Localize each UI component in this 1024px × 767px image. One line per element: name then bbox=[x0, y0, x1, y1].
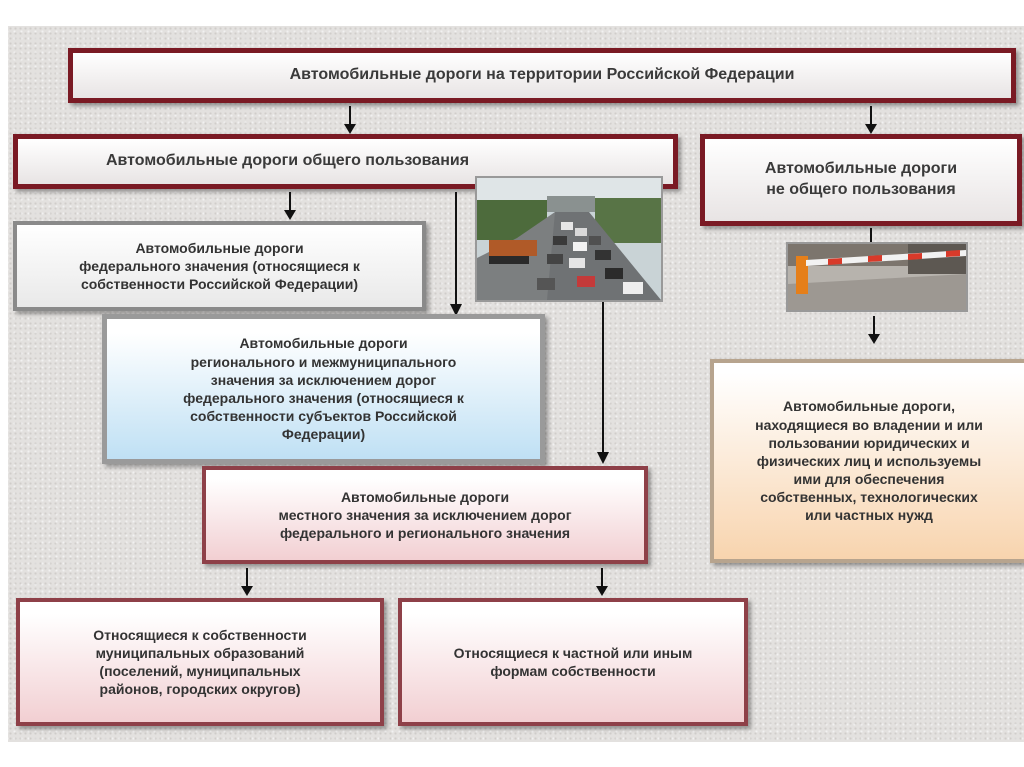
barrier-photo bbox=[786, 242, 968, 312]
barrier-gate-image bbox=[788, 244, 966, 310]
arrow-to-public bbox=[344, 106, 356, 134]
highway-photo bbox=[475, 176, 663, 302]
public-roads-label: Автомобильные дороги общего пользования bbox=[106, 152, 470, 170]
arrow-to-nonpublic bbox=[865, 106, 877, 134]
federal-roads-text: Автомобильные дороги федерального значен… bbox=[79, 239, 360, 293]
nonpublic-roads-label: Автомобильные дороги не общего пользован… bbox=[764, 160, 958, 198]
public-roads-box: Автомобильные дороги общего пользования bbox=[13, 134, 678, 189]
municipal-text: Относящиеся к собственности муниципальны… bbox=[93, 626, 307, 698]
arrow-to-local bbox=[597, 302, 609, 464]
private-box: Относящиеся к частной или иным формам со… bbox=[398, 598, 748, 726]
regional-roads-box: Автомобильные дороги регионального и меж… bbox=[102, 314, 545, 464]
main-title-box: Автомобильные дороги на территории Росси… bbox=[68, 48, 1016, 103]
municipal-box: Относящиеся к собственности муниципальны… bbox=[16, 598, 384, 726]
diagram-canvas: Автомобильные дороги на территории Росси… bbox=[8, 26, 1024, 742]
owned-roads-box: Автомобильные дороги, находящиеся во вла… bbox=[710, 359, 1024, 563]
arrow-to-federal bbox=[284, 192, 296, 220]
nonpublic-roads-box: Автомобильные дороги не общего пользован… bbox=[700, 134, 1022, 226]
regional-roads-text: Автомобильные дороги регионального и меж… bbox=[183, 335, 464, 443]
local-roads-text: Автомобильные дороги местного значения з… bbox=[278, 488, 572, 542]
highway-traffic-image bbox=[477, 178, 661, 300]
arrow-to-private bbox=[596, 568, 608, 596]
arrow-to-municipal bbox=[241, 568, 253, 596]
main-title: Автомобильные дороги на территории Росси… bbox=[289, 66, 795, 84]
arrow-to-regional bbox=[450, 192, 462, 316]
private-text: Относящиеся к частной или иным формам со… bbox=[453, 644, 693, 679]
local-roads-box: Автомобильные дороги местного значения з… bbox=[202, 466, 648, 564]
arrow-to-owned bbox=[868, 316, 880, 344]
owned-roads-text: Автомобильные дороги, находящиеся во вла… bbox=[755, 398, 983, 524]
federal-roads-box: Автомобильные дороги федерального значен… bbox=[13, 221, 426, 311]
nonpublic-connector bbox=[870, 228, 872, 244]
